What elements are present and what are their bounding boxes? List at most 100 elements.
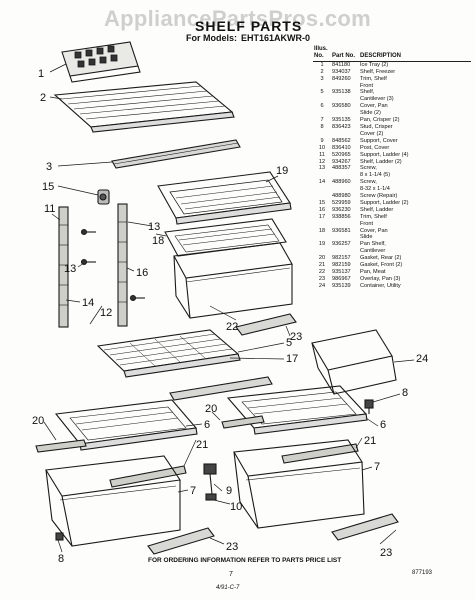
callout-23-lower-left: 23 (226, 541, 238, 553)
cell-desc: Cover, Pan (360, 103, 388, 110)
cell-desc: Cantilever (360, 248, 386, 255)
table-row: 8 x 1-1/4 (5) (313, 172, 471, 179)
cell-ill: 3 (320, 75, 324, 82)
freezer-shelf (53, 81, 235, 133)
cell-desc: Stud, Crisper (360, 123, 393, 130)
cell-ill: 10 (318, 144, 326, 151)
cell-ill: 21 (318, 262, 326, 269)
table-row: 10 836410 Post, Cover (313, 145, 471, 152)
meat-pan (173, 242, 293, 319)
callout-5: 5 (286, 337, 292, 349)
cell-desc: Screw, (360, 165, 377, 172)
cell-desc: Front (360, 82, 374, 89)
ordering-footer: FOR ORDERING INFORMATION REFER TO PARTS … (148, 557, 342, 564)
left-crisper-pan (45, 455, 181, 547)
table-row: 20 982157 Gasket, Rear (2) (313, 255, 471, 262)
cell-ill: 18 (318, 227, 326, 234)
diagram-code: 877193 (412, 570, 433, 576)
page-title: SHELF PARTS (195, 18, 303, 34)
callout-16: 16 (136, 267, 148, 279)
cell-desc: Front (360, 220, 374, 227)
cantilever-shelf (96, 329, 241, 378)
cell-pn: 935139 (332, 282, 351, 289)
shelf-trim-front (111, 139, 241, 169)
cell-ill: 23 (318, 275, 326, 282)
cell-ill: 20 (318, 255, 326, 262)
cell-pn: 936581 (332, 227, 351, 234)
cell-pn: 936580 (332, 103, 351, 110)
model-number: EHT161AKWR-0 (241, 33, 311, 43)
callout-10: 10 (230, 501, 242, 513)
cell-desc: Overlay, Pan (3) (360, 275, 401, 282)
right-crisper-cover (226, 385, 368, 435)
table-row: Cover (2) (313, 131, 471, 138)
pan-shelf-cantilever (157, 171, 292, 225)
cell-desc: Screw (Repair) (360, 193, 398, 200)
callout-24: 24 (416, 353, 428, 365)
cell-desc: Pan, Meat (360, 269, 386, 275)
model-line: For Models:EHT161AKWR-0 (186, 33, 314, 43)
ladder-support-top (97, 189, 110, 205)
cell-pn: 488980 (332, 193, 351, 200)
cell-ill: 12 (318, 158, 326, 165)
cell-pn: 836410 (332, 144, 351, 151)
cell-pn: 935138 (332, 89, 351, 96)
cell-desc: Trim, Shelf (360, 75, 387, 82)
cell-pn: 488357 (332, 165, 351, 172)
cell-pn: 836423 (332, 123, 351, 130)
cell-desc: Shelf, Ladder (360, 206, 394, 213)
cell-ill: 16 (318, 206, 326, 213)
table-row: Cantilever (3) (313, 96, 471, 103)
ladder-support-right (117, 203, 128, 327)
cell-desc: Pan, Crisper (2) (360, 117, 400, 124)
cell-desc: Gasket, Front (2) (360, 262, 403, 269)
table-row: Slide (313, 234, 471, 241)
cell-pn: 529959 (332, 199, 351, 206)
cell-desc: Slide (360, 234, 373, 241)
cell-ill: 6 (320, 103, 324, 110)
callout-9: 9 (226, 485, 232, 497)
cell-desc: Cover, Pan (360, 227, 388, 234)
cell-pn: 935135 (332, 117, 351, 124)
cell-desc: Shelf, Freezer (360, 68, 396, 75)
cell-desc: Pan Shelf, (360, 241, 386, 248)
cell-pn: 938856 (332, 213, 351, 220)
cell-ill: 7 (320, 117, 324, 124)
callout-21-right: 21 (364, 435, 376, 447)
table-row: Front (313, 221, 471, 228)
cell-desc: Support, Ladder (2) (360, 199, 409, 206)
crisper-stud-left (55, 532, 64, 541)
cell-desc: Post, Cover (360, 144, 390, 151)
cell-desc: Gasket, Rear (2) (360, 255, 402, 262)
callout-22: 22 (226, 321, 238, 333)
cell-pn: 935137 (332, 269, 351, 275)
cell-desc: Support, Ladder (4) (360, 151, 409, 158)
cell-pn: 841180 (332, 61, 351, 68)
cell-ill: 5 (320, 89, 324, 96)
cell-pn: 520965 (332, 151, 351, 158)
utility-container (311, 329, 397, 395)
table-row: 8-32 x 1-1/4 (313, 186, 471, 193)
cell-pn: 982157 (332, 255, 351, 262)
table-row: Cantilever (313, 248, 471, 255)
cell-desc: Screw, (360, 179, 377, 186)
pan-slide-cover (164, 218, 287, 257)
parts-table-header: Illus. No. Part No. DESCRIPTION (313, 46, 471, 62)
callout-23-upper: 23 (290, 331, 302, 343)
left-crisper-cover (54, 399, 198, 451)
shelf-trim-lower (169, 376, 273, 401)
pan-overlay-upper (235, 313, 297, 336)
table-row: 7 935135 Pan, Crisper (2) (313, 117, 471, 124)
